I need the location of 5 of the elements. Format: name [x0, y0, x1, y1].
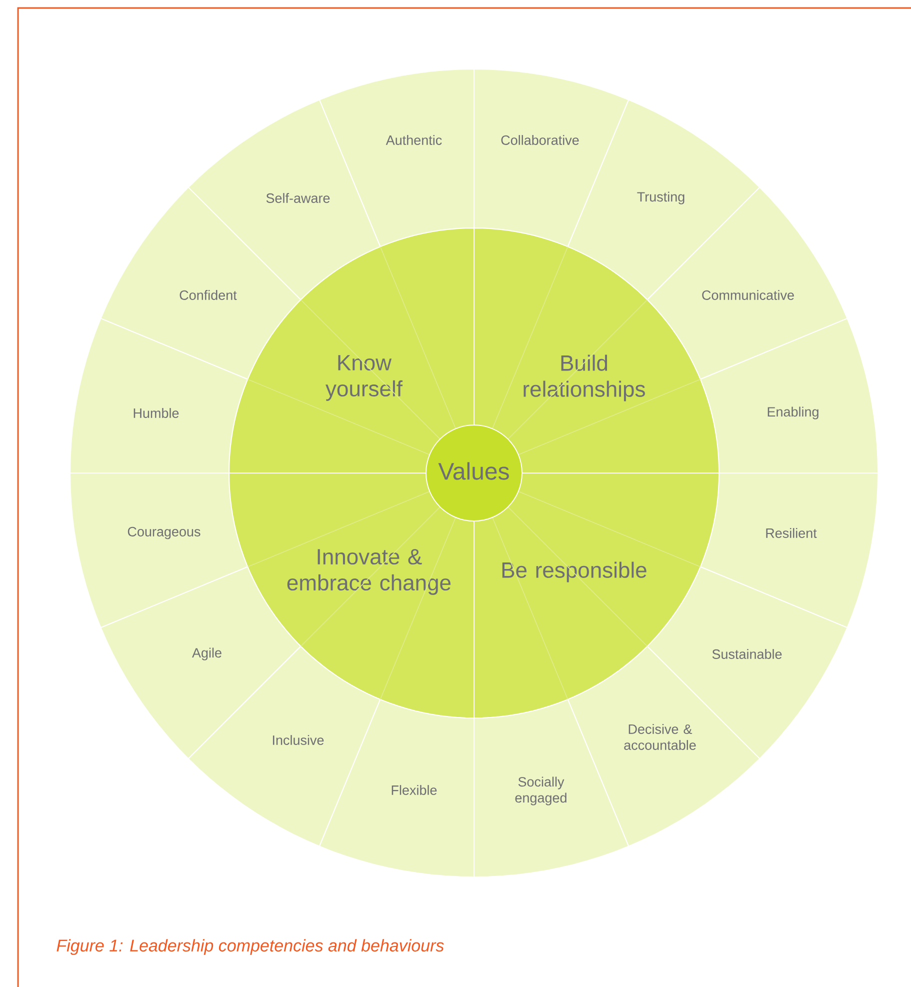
ring-segment: Enabling: [700, 318, 879, 474]
ring-segment: Courageous: [70, 472, 248, 628]
ring-segment: Humble: [70, 318, 248, 474]
ring-segment: Collaborative: [474, 68, 630, 248]
caption: Figure 1: Leadership competencies and behaviours: [56, 939, 444, 955]
